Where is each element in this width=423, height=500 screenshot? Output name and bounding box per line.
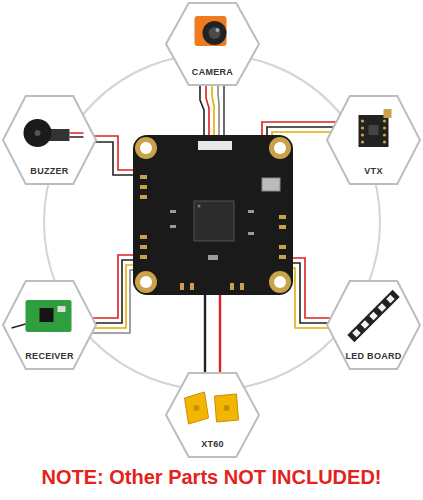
power-wires: [205, 290, 220, 380]
receiver-cell: RECEIVER: [2, 280, 97, 370]
hexagon: [166, 373, 259, 457]
component-picture: [195, 16, 227, 46]
component-label: XT60: [201, 439, 224, 449]
camera-cell: CAMERA: [165, 2, 260, 86]
hexagon: [327, 281, 420, 369]
component-label: CAMERA: [192, 67, 233, 77]
hexagon: [327, 96, 420, 184]
xt60-cell: XT60: [165, 372, 260, 458]
component-picture: [24, 119, 84, 147]
component-picture: [347, 290, 399, 342]
component-picture: [359, 109, 392, 147]
hexagon: [3, 96, 96, 184]
component-label: BUZZER: [30, 166, 68, 176]
buzzer-cell: BUZZER: [2, 95, 97, 185]
component-picture: [12, 300, 72, 332]
led-board-cell: LED BOARD: [326, 280, 421, 370]
hexagon: [3, 281, 96, 369]
hexagon: [166, 3, 259, 85]
note-text: NOTE: Other Parts NOT INCLUDED!: [41, 466, 381, 489]
flight-controller: [133, 135, 293, 295]
component-picture: [185, 392, 239, 424]
component-label: LED BOARD: [345, 351, 401, 361]
component-label: VTX: [364, 166, 382, 176]
vtx-cell: VTX: [326, 95, 421, 185]
component-label: RECEIVER: [25, 351, 73, 361]
outline-circle: [44, 54, 380, 390]
